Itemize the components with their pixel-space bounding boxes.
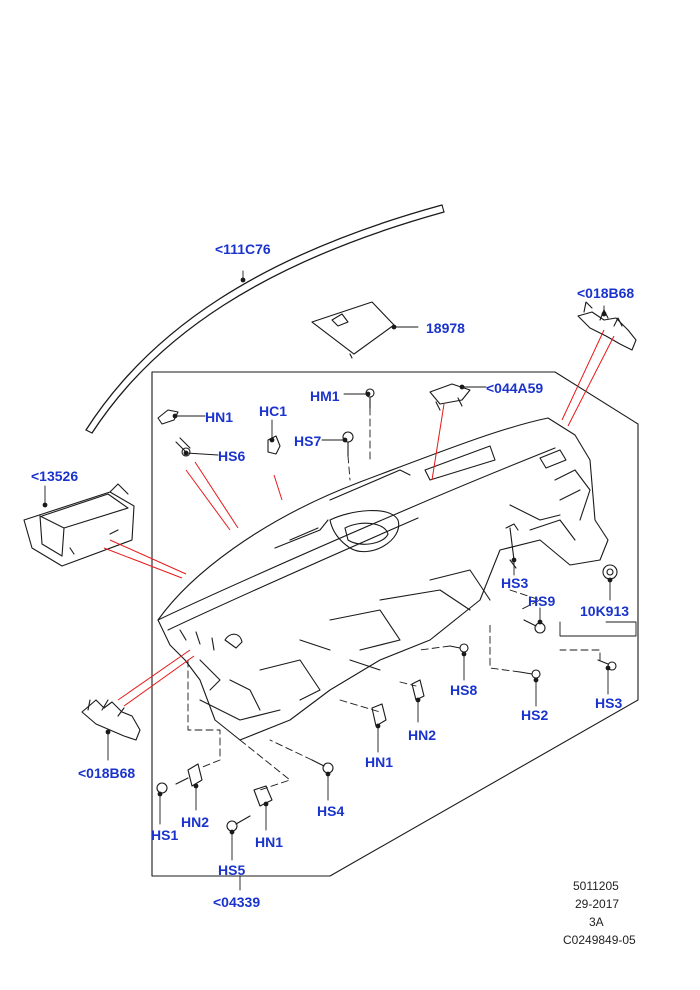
fastener-hs5 bbox=[226, 815, 251, 832]
clip-hn1-bottom bbox=[253, 785, 273, 807]
fastener-hs7 bbox=[342, 431, 354, 457]
grommet-10k913 bbox=[602, 564, 618, 580]
callout-018b68-bottom[interactable]: <018B68 bbox=[78, 765, 136, 781]
callout-hs4[interactable]: HS4 bbox=[317, 803, 345, 819]
callout-hn1-top[interactable]: HN1 bbox=[205, 409, 234, 425]
left-end-bracket-part bbox=[81, 699, 141, 741]
callout-18978[interactable]: 18978 bbox=[426, 320, 465, 336]
callout-hs6[interactable]: HS6 bbox=[218, 448, 246, 464]
callout-hs3-right[interactable]: HS3 bbox=[501, 575, 529, 591]
windscreen-seal-part bbox=[85, 204, 445, 434]
right-end-bracket-part bbox=[577, 301, 637, 351]
fastener-hs2 bbox=[519, 669, 541, 679]
passenger-airbag-part bbox=[23, 483, 135, 567]
callout-10k913[interactable]: 10K913 bbox=[580, 603, 630, 619]
callout-hs2[interactable]: HS2 bbox=[521, 707, 549, 723]
instrument-panel-part bbox=[157, 417, 609, 741]
callout-111c76[interactable]: <111C76 bbox=[215, 241, 271, 257]
callout-04339[interactable]: <04339 bbox=[213, 894, 261, 910]
callout-hn2[interactable]: HN2 bbox=[408, 727, 437, 743]
clip-hn2 bbox=[411, 679, 425, 701]
callout-044a59[interactable]: <044A59 bbox=[486, 380, 544, 396]
callout-hn2-bottom[interactable]: HN2 bbox=[181, 814, 210, 830]
callout-hn1-mid[interactable]: HN1 bbox=[365, 754, 394, 770]
callout-hs3-far-right[interactable]: HS3 bbox=[595, 695, 623, 711]
dashed-leader-lines bbox=[187, 407, 601, 791]
fastener-hc1 bbox=[267, 435, 281, 455]
footer-variant: 3A bbox=[589, 915, 604, 929]
fastener-hs8 bbox=[449, 643, 469, 653]
callout-hs1[interactable]: HS1 bbox=[151, 827, 179, 843]
clip-hn2-bottom bbox=[175, 763, 203, 787]
speaker-grille-part bbox=[311, 301, 395, 359]
callout-hm1[interactable]: HM1 bbox=[310, 388, 340, 404]
fastener-hs1 bbox=[156, 782, 168, 794]
callout-hs8[interactable]: HS8 bbox=[450, 682, 478, 698]
callout-hs7[interactable]: HS7 bbox=[294, 433, 322, 449]
callout-hn1-bottom[interactable]: HN1 bbox=[255, 834, 284, 850]
fastener-hs3-right bbox=[505, 523, 519, 569]
callout-hs9[interactable]: HS9 bbox=[528, 593, 556, 609]
footer-date-code: 29-2017 bbox=[575, 897, 620, 911]
callout-hs5[interactable]: HS5 bbox=[218, 862, 246, 878]
callout-dots bbox=[42, 277, 613, 835]
callout-13526[interactable]: <13526 bbox=[31, 468, 79, 484]
clip-hn1-mid bbox=[371, 703, 387, 727]
callout-018b68-top[interactable]: <018B68 bbox=[577, 285, 635, 301]
bracket-044a59 bbox=[429, 383, 471, 411]
fastener-hs4 bbox=[311, 759, 334, 774]
fastener-hs6 bbox=[175, 437, 191, 457]
callout-hc1[interactable]: HC1 bbox=[259, 403, 288, 419]
footer-drawing-id: C0249849-05 bbox=[563, 933, 636, 947]
group-leaders-red bbox=[103, 329, 615, 707]
leader-lines bbox=[44, 270, 637, 891]
group-frame bbox=[151, 371, 639, 877]
footer-ref-number: 5011205 bbox=[573, 879, 619, 893]
